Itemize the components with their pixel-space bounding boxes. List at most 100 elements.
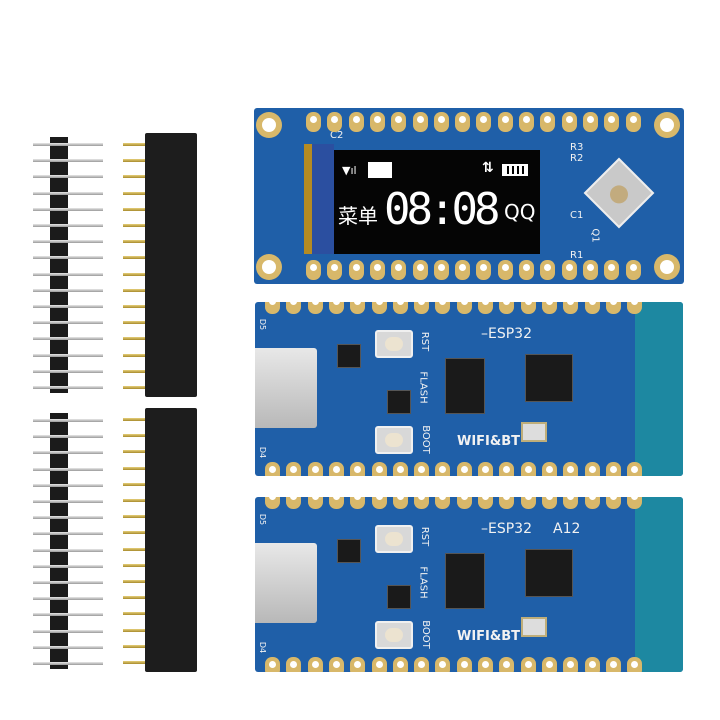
header-pin [33,224,103,227]
solder-pad [582,260,598,280]
solder-pad [478,302,493,314]
header-pin [33,629,103,633]
solder-pad [541,302,557,314]
signal-icon: ▼ıl [342,164,357,177]
solder-pad [456,302,472,314]
solder-pad [455,260,471,280]
header-pin [33,483,103,487]
flex-cable [304,144,334,254]
usb-c-port[interactable] [255,348,317,428]
label-wifi-bt: WIFI&BT [457,434,521,449]
solder-pad [476,260,492,280]
solder-pad [412,260,428,280]
solder-pad [350,302,366,314]
header-pin [123,482,145,486]
solder-pad [369,260,385,280]
label-d4: D4 [258,446,268,459]
solder-pad [350,657,366,672]
solder-pad [328,657,344,672]
solder-pad [604,112,620,132]
solder-pad [563,302,579,314]
solder-pad [476,112,492,132]
oled-screen: ▼ıl ⇅ 菜单 08:08 QQ [334,150,540,254]
solder-pad [456,462,472,476]
crystal [521,422,547,442]
label-esp32: ESP32 [481,326,532,342]
header-pin [33,564,103,568]
time-display: 08:08 [384,184,500,235]
header-pin [33,597,103,601]
antenna-area [635,497,683,672]
header-pin [123,563,145,567]
label-d4: D4 [258,641,268,654]
solder-pad [306,112,321,132]
solder-pad [519,112,534,132]
solder-pad [307,497,323,509]
header-pin [33,305,103,308]
solder-pad [348,112,364,132]
solder-pad [605,657,621,672]
solder-pad [433,260,449,280]
label-d5: D5 [258,513,268,526]
solder-pad [371,657,387,672]
solder-pad [265,657,280,672]
solder-pad [563,462,579,476]
boot-button[interactable] [375,426,413,454]
female-pin-header [123,408,197,672]
mail-icon [368,162,392,178]
header-pin [33,581,103,584]
header-pin [33,288,103,292]
solder-pad [605,497,621,509]
header-pin [123,450,145,454]
solder-pad [541,462,557,476]
solder-pad [371,497,387,509]
header-pin [123,418,145,421]
boot-button[interactable] [375,621,413,649]
solder-pad [414,657,430,672]
rst-button[interactable] [375,525,413,553]
usb-c-port[interactable] [255,543,317,623]
label-boot: BOOT [419,425,431,454]
solder-pad [435,657,451,672]
header-pin [123,369,145,373]
label-q1: Q1 [589,228,601,243]
solder-pad [435,497,451,509]
header-pin [123,224,145,227]
solder-pad [306,260,321,280]
flash-chip [445,553,485,609]
solder-pad [391,260,407,280]
oled-board: C2 R3 R2 C1 Q1 R1 ▼ıl ⇅ 菜单 08:08 QQ [254,108,684,284]
solder-pad [627,302,643,314]
solder-pad [455,112,471,132]
solder-pad [371,462,387,476]
header-pin [123,434,145,438]
label-r2: R2 [570,153,584,164]
battery-icon [502,164,528,176]
header-pin [123,661,145,664]
solder-pad [584,657,600,672]
header-pin [123,207,145,211]
solder-pad [520,462,536,476]
solder-pad [478,462,493,476]
header-pin [33,386,103,389]
solder-pad [540,260,556,280]
solder-pad [627,497,643,509]
solder-pad [414,302,430,314]
solder-pad [499,462,515,476]
solder-pad [541,497,557,509]
solder-pad [563,657,579,672]
header-pin [123,628,145,632]
header-pin [123,612,145,616]
solder-pad [520,497,536,509]
header-pin [123,547,145,551]
header-pin [33,516,103,520]
rst-button[interactable] [375,330,413,358]
solder-pad [625,112,641,132]
header-pin [123,305,145,308]
solder-pad [371,302,387,314]
header-pin [123,386,145,389]
joystick-switch[interactable] [583,157,655,229]
solder-pad [391,112,407,132]
header-pin [33,353,103,357]
solder-pad [499,302,515,314]
